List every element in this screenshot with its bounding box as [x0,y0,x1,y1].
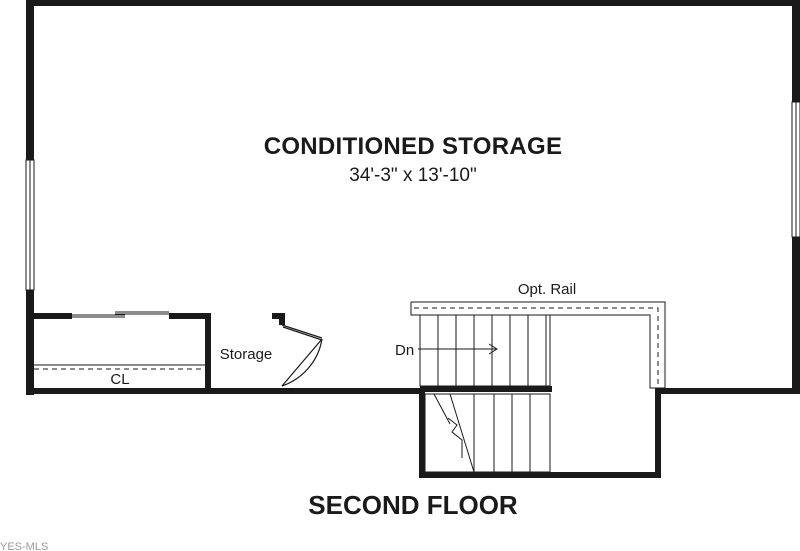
closet-wall-top-right [169,313,181,319]
stairwell-wall-left [419,392,425,478]
wall-bottom-right [655,388,800,394]
walls [26,0,800,478]
storage-label: Storage [220,346,273,363]
storage-wall-top-right [272,313,285,319]
lower-stair-run [424,393,551,473]
optional-rail [410,301,666,389]
stair-label: Dn [395,342,414,359]
floor-title: SECOND FLOOR [308,490,518,520]
closet-storage-divider [205,313,211,393]
stair-center-wall [420,386,552,392]
storage-door-jamb [279,313,285,325]
stairwell-wall-right [655,392,661,478]
rail-label: Opt. Rail [518,281,576,298]
upper-stair-run [419,314,551,387]
closet-wall-top-left [26,313,72,319]
wall-right-upper [792,0,800,102]
room-dimensions: 34'-3" x 13'-10" [349,165,476,186]
wall-bottom-left [26,388,420,394]
windows [25,101,800,291]
closet-sliding-doors [72,311,169,318]
wall-right-lower [792,237,800,394]
closet-label: CL [110,371,129,388]
wall-left-lower [26,290,34,395]
wall-left-upper [26,0,34,160]
storage-door [281,324,323,387]
room-name: CONDITIONED STORAGE [264,133,563,160]
stair-break-mark [447,417,463,458]
wall-top [26,0,800,6]
closet-shelf [34,364,205,370]
stairwell-wall-bottom [419,472,661,478]
watermark: YES-MLS [0,541,48,551]
stair-direction-arrow [418,343,498,355]
storage-wall-top-left [181,313,211,319]
